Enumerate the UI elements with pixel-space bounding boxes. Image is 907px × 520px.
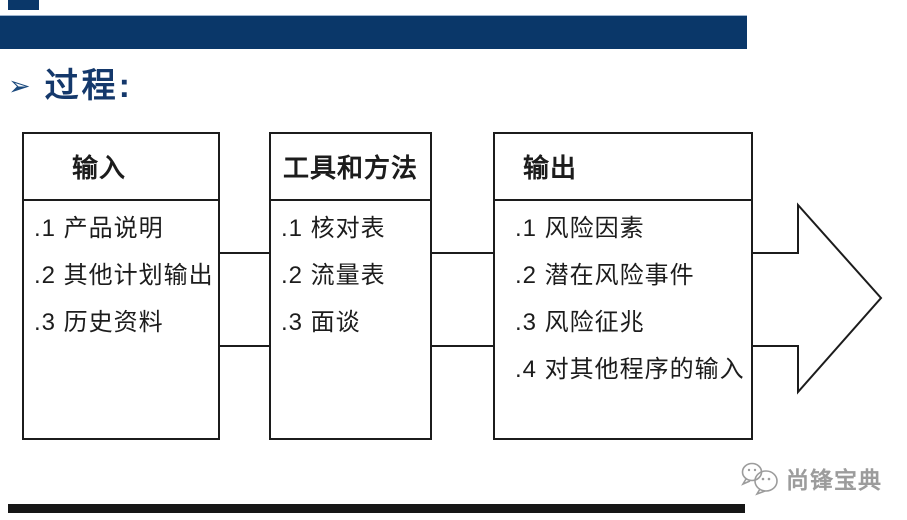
output-box-body: .1 风险因素 .2 潜在风险事件 .3 风险征兆 .4 对其他程序的输入 bbox=[495, 201, 751, 393]
input-box: 输入 .1 产品说明 .2 其他计划输出 .3 历史资料 bbox=[22, 132, 220, 440]
list-item: .1 产品说明 bbox=[34, 215, 164, 242]
list-item: .2 潜在风险事件 bbox=[515, 262, 695, 289]
list-item: .1 核对表 bbox=[281, 215, 386, 242]
list-item: .3 面谈 bbox=[281, 309, 361, 336]
output-box: 输出 .1 风险因素 .2 潜在风险事件 .3 风险征兆 .4 对其他程序的输入 bbox=[493, 132, 753, 440]
list-item: .1 风险因素 bbox=[515, 215, 645, 242]
tools-methods-box-body: .1 核对表 .2 流量表 .3 面谈 bbox=[271, 201, 430, 346]
list-item: .3 历史资料 bbox=[34, 309, 164, 336]
page-title: 过程: bbox=[44, 67, 133, 105]
tools-methods-box: 工具和方法 .1 核对表 .2 流量表 .3 面谈 bbox=[269, 132, 432, 440]
arrow-bullet-icon: ➢ bbox=[8, 70, 31, 101]
output-box-header: 输出 bbox=[495, 134, 751, 201]
list-item: .2 流量表 bbox=[281, 262, 386, 289]
input-box-header: 输入 bbox=[24, 134, 218, 201]
slide-title-row: ➢ 过程: bbox=[8, 62, 508, 110]
right-block-arrow-icon bbox=[752, 202, 883, 395]
list-item: .2 其他计划输出 bbox=[34, 262, 214, 289]
input-box-body: .1 产品说明 .2 其他计划输出 .3 历史资料 bbox=[24, 201, 218, 346]
bottom-divider-bar bbox=[8, 504, 745, 513]
list-item: .4 对其他程序的输入 bbox=[515, 356, 745, 383]
list-item: .3 风险征兆 bbox=[515, 309, 645, 336]
tools-methods-box-header: 工具和方法 bbox=[271, 134, 430, 201]
top-title-bar bbox=[0, 15, 747, 49]
watermark-text: 尚锋宝典 bbox=[786, 467, 882, 493]
watermark: 尚锋宝典 bbox=[740, 458, 900, 498]
wechat-bubbles-icon bbox=[741, 462, 778, 496]
top-left-accent-bar bbox=[8, 0, 39, 10]
